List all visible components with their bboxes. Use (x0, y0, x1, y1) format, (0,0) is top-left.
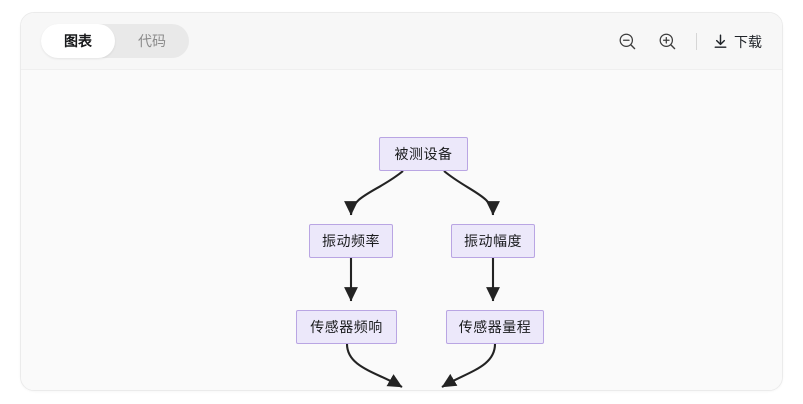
diagram-canvas[interactable]: 被测设备 振动频率 振动幅度 传感器频响 传感器量程 最终选型 (21, 70, 782, 390)
zoom-out-icon (619, 33, 635, 50)
edge-n4-n6 (345, 343, 403, 388)
download-button[interactable]: 下载 (706, 28, 764, 56)
node-sensor-range[interactable]: 传感器量程 (446, 310, 544, 344)
node-vibration-amplitude[interactable]: 振动幅度 (451, 224, 535, 258)
edge-n1-n2 (344, 170, 404, 216)
node-label: 振动频率 (322, 233, 380, 249)
card-header: 图表 代码 (21, 13, 782, 70)
node-label: 传感器频响 (310, 319, 383, 335)
header-toolbar: 下载 (607, 13, 764, 70)
node-label: 传感器量程 (458, 319, 532, 335)
flowchart-edges (344, 170, 500, 388)
toolbar-divider (696, 33, 697, 50)
zoom-in-icon (659, 33, 675, 50)
download-icon (714, 34, 727, 48)
node-sensor-frequency-response[interactable]: 传感器频响 (296, 310, 397, 344)
zoom-in-button[interactable] (652, 27, 682, 57)
node-label: 振动幅度 (464, 233, 522, 249)
node-device-under-test[interactable]: 被测设备 (379, 137, 468, 171)
tab-group: 图表 代码 (41, 24, 189, 58)
node-vibration-frequency[interactable]: 振动频率 (309, 224, 393, 258)
tab-code-label: 代码 (138, 33, 166, 49)
tab-code[interactable]: 代码 (115, 24, 189, 58)
node-label: 被测设备 (394, 146, 453, 162)
download-label: 下载 (734, 33, 762, 50)
tab-chart[interactable]: 图表 (41, 24, 115, 58)
tab-chart-label: 图表 (64, 33, 92, 49)
edge-n5-n6 (441, 343, 497, 388)
zoom-out-button[interactable] (612, 27, 642, 57)
diagram-card: 图表 代码 (20, 12, 783, 391)
edge-n1-n3 (443, 170, 500, 216)
